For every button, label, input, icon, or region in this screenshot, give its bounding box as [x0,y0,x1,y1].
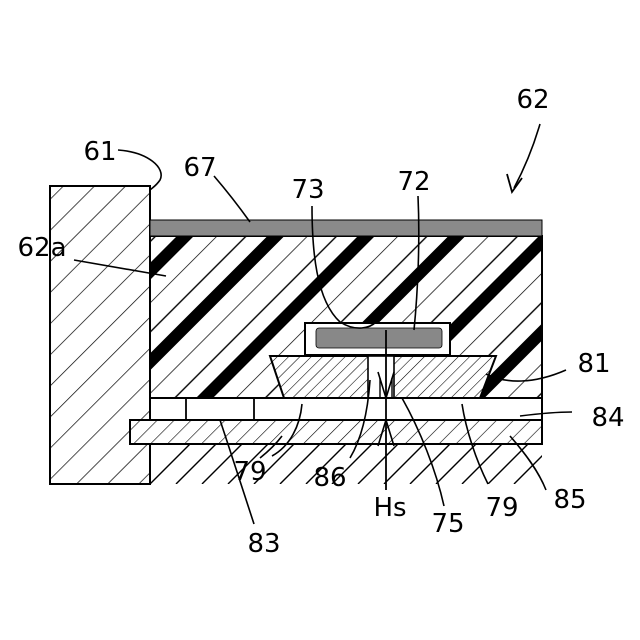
layer-84 [150,398,542,420]
label-75: 75 [431,509,464,539]
label-67: 67 [183,153,216,183]
arrow-62 [514,124,540,188]
label-79-right: 79 [485,493,518,523]
label-83: 83 [247,529,280,559]
label-72: 72 [397,167,430,197]
label-86: 86 [313,463,346,493]
pedestal-hole [368,356,394,398]
label-79-left: 79 [233,457,266,487]
label-84: 84 [591,403,624,433]
base-plate-85 [130,420,542,444]
label-62: 62 [516,85,549,115]
cover-layer-67 [150,220,542,236]
leader-61 [118,150,161,190]
leader-67 [214,176,250,222]
floor-hatch [150,444,554,484]
label-81: 81 [577,349,610,379]
label-73: 73 [291,175,324,205]
label-61: 61 [83,137,116,167]
label-62a: 62a [17,233,66,263]
label-85: 85 [553,485,586,515]
label-hs: Hs [373,493,406,523]
element-72 [316,328,442,348]
